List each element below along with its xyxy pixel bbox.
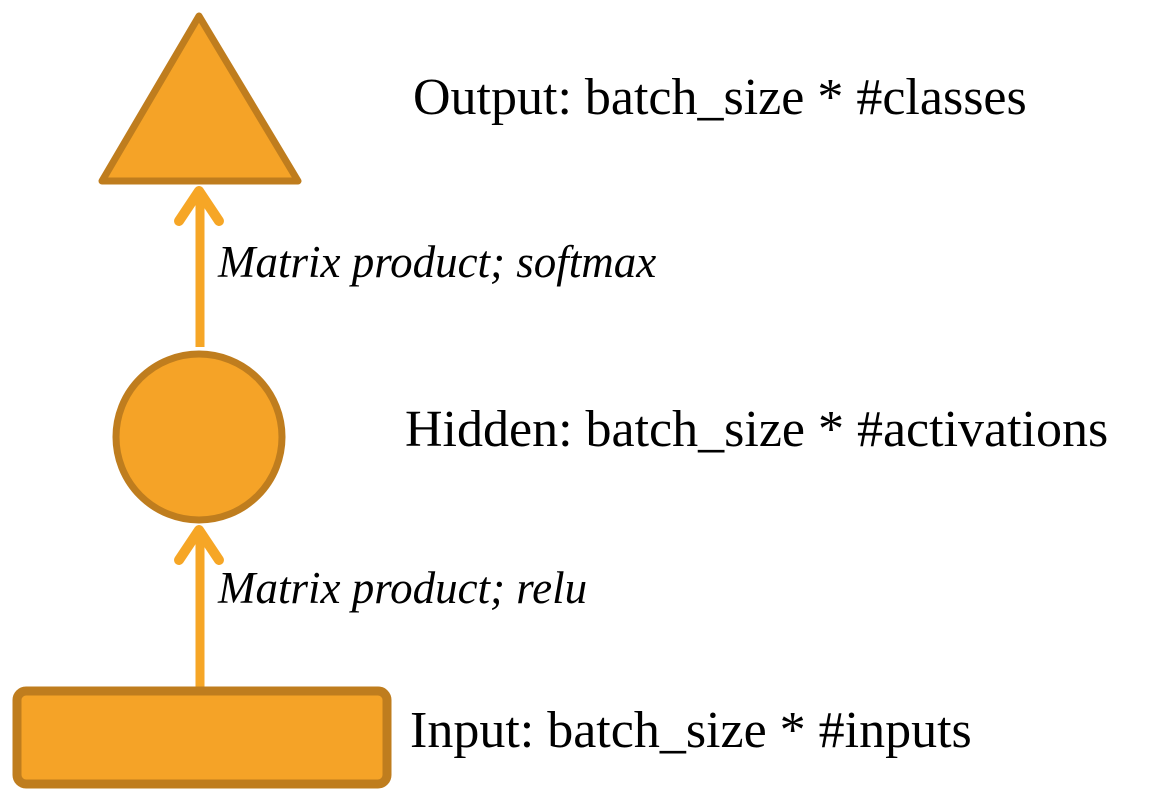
hidden-circle-node [112,350,286,524]
arrowhead-up-icon [174,525,224,565]
input-label: Input: batch_size * #inputs [410,702,972,759]
edge-label-softmax: Matrix product; softmax [218,237,657,287]
output-label: Output: batch_size * #classes [413,69,1027,126]
hidden-label: Hidden: batch_size * #activations [405,401,1109,458]
arrow-hidden-to-output [174,186,224,347]
edge-label-relu: Matrix product; relu [218,563,588,613]
input-rectangle-node [12,686,392,789]
arrowhead-up-icon [174,186,224,226]
arrow-input-to-hidden [174,525,224,690]
output-triangle-node [98,12,302,185]
